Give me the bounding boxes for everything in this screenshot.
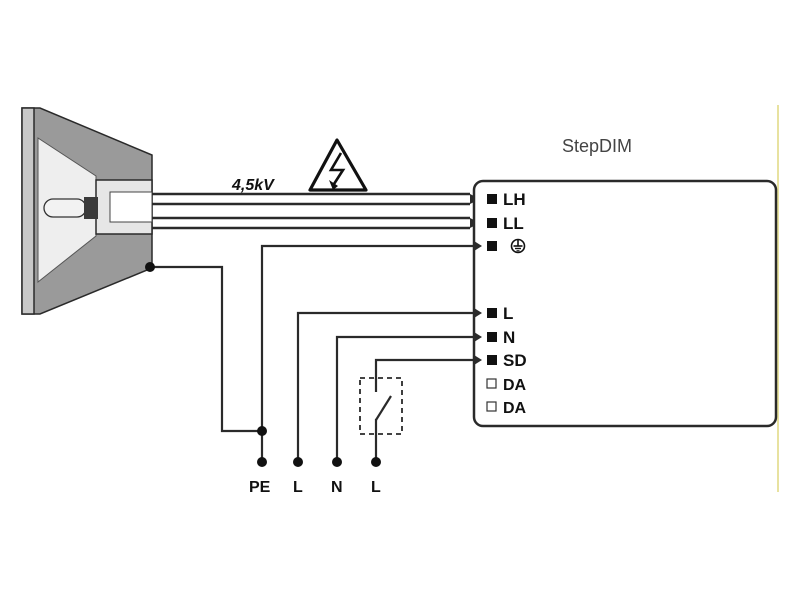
pe-wire-lamp [148, 265, 264, 433]
device-title: StepDIM [562, 136, 632, 156]
terminal-da-2 [486, 401, 497, 412]
terminal-lh [487, 194, 497, 204]
earth-ground-icon [510, 238, 526, 254]
junction-n-end [332, 457, 342, 467]
n-wire [335, 335, 480, 464]
terminal-ll [487, 218, 497, 228]
sd-wire [374, 358, 480, 380]
lamp-wires [152, 192, 470, 230]
terminal-sd [487, 355, 497, 365]
junction-pe-end [257, 457, 267, 467]
junction-lamp [145, 262, 155, 272]
arrow-n [474, 332, 482, 342]
luminaire [21, 107, 153, 315]
l-wire [296, 311, 480, 464]
junction-pe [257, 426, 267, 436]
reflector-back-plate [21, 107, 35, 315]
terminal-label-ll: LL [503, 214, 524, 233]
supply-label-l2: L [371, 479, 381, 496]
terminal-label-l: L [503, 304, 513, 323]
switch-blade [375, 395, 392, 421]
lamp-bulb [43, 198, 87, 218]
arrow-earth [474, 241, 482, 251]
junction-l2-end [371, 457, 381, 467]
voltage-label: 4,5kV [231, 177, 275, 194]
supply-label-n: N [331, 479, 343, 496]
supply-label-pe: PE [249, 479, 271, 496]
lamp-socket-inner [109, 191, 153, 223]
terminal-n [487, 332, 497, 342]
terminal-block: LH LL L N SD DA DA [486, 190, 527, 417]
terminal-label-da-1: DA [503, 377, 527, 394]
high-voltage-warning-icon [308, 138, 368, 192]
terminal-label-da-2: DA [503, 400, 527, 417]
pe-wire-earth [260, 244, 480, 464]
terminal-l [487, 308, 497, 318]
terminal-label-n: N [503, 328, 515, 347]
lamp-bulb-base [84, 197, 98, 219]
terminal-label-sd: SD [503, 351, 527, 370]
supply-label-l: L [293, 479, 303, 496]
junction-l-end [293, 457, 303, 467]
terminal-earth [487, 241, 497, 251]
terminal-label-lh: LH [503, 190, 526, 209]
device-box [472, 179, 778, 428]
arrow-l [474, 308, 482, 318]
supply-wires [148, 244, 480, 464]
arrow-sd [474, 355, 482, 365]
switch-dashed-box [359, 377, 403, 435]
switch [359, 377, 403, 435]
terminal-da-1 [486, 378, 497, 389]
